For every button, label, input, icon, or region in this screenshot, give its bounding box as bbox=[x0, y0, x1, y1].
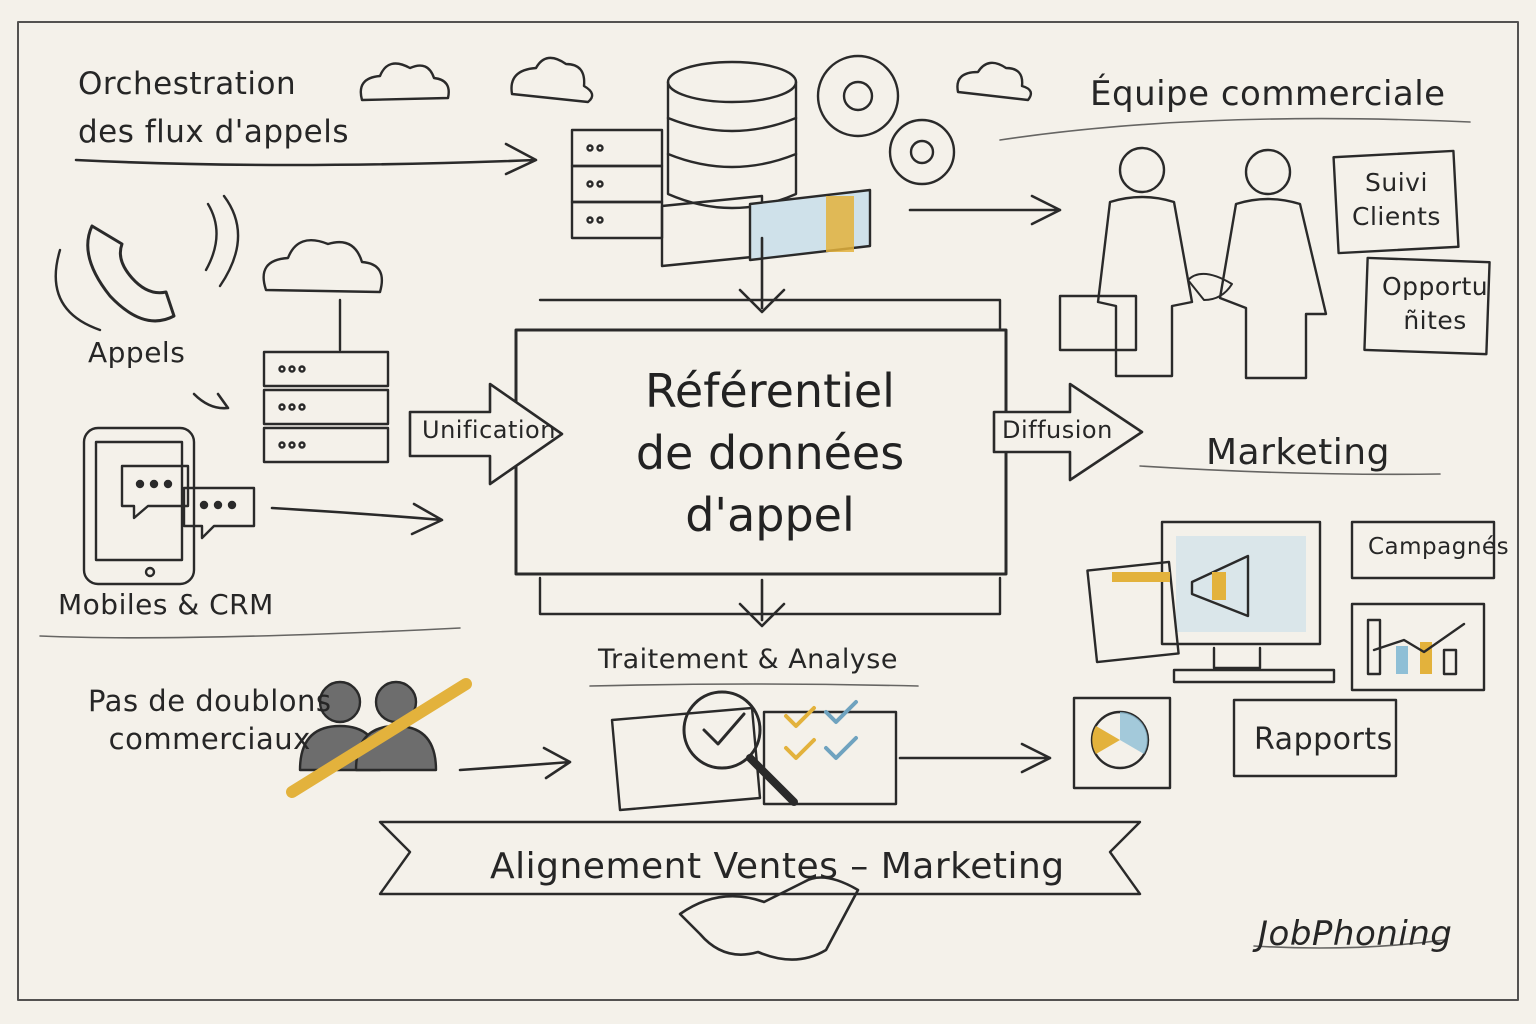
opportunites-line-2: ñites bbox=[1403, 306, 1467, 335]
handshake-icon bbox=[1187, 273, 1233, 301]
decorative-strokes bbox=[39, 117, 1471, 949]
suivi-line-1: Suivi bbox=[1365, 168, 1428, 197]
opportunites-line-1: Opportu bbox=[1382, 272, 1489, 301]
checkmark-icon bbox=[784, 700, 858, 760]
sales-team-label: Équipe commerciale bbox=[1090, 74, 1446, 114]
diffusion-arrow-label: Diffusion bbox=[1002, 416, 1113, 444]
server-icon bbox=[262, 350, 390, 464]
user-group-icon bbox=[286, 678, 472, 798]
megaphone-icon bbox=[1190, 554, 1250, 618]
phone-icon bbox=[54, 194, 240, 332]
opportunities-card: Opportu ñites bbox=[1382, 270, 1488, 338]
orchestration-line-1: Orchestration bbox=[78, 66, 297, 102]
doublons-line-2: commerciaux bbox=[108, 722, 311, 756]
center-title-line-3: d'appel bbox=[685, 488, 855, 542]
boxes-icon bbox=[660, 188, 872, 268]
mobiles-crm-label: Mobiles & CRM bbox=[58, 588, 274, 621]
server-icon bbox=[570, 128, 664, 240]
doublons-line-1: Pas de doublons bbox=[88, 684, 332, 718]
marketing-label: Marketing bbox=[1206, 432, 1390, 473]
alignment-banner-label: Alignement Ventes – Marketing bbox=[490, 846, 1065, 887]
campaigns-label: Campagnés bbox=[1368, 534, 1510, 560]
business-people-icon bbox=[1058, 146, 1328, 380]
suivi-line-2: Clients bbox=[1352, 202, 1441, 231]
chat-bubble-icon bbox=[120, 464, 256, 540]
smartphone-icon bbox=[82, 426, 196, 586]
handshake-icon bbox=[678, 876, 860, 961]
no-duplicates-label: Pas de doublons commerciaux bbox=[88, 682, 331, 758]
gear-icon bbox=[816, 54, 956, 186]
reports-label: Rapports bbox=[1254, 722, 1393, 757]
bar-chart-icon bbox=[1350, 602, 1486, 692]
orchestration-line-2: des flux d'appels bbox=[78, 114, 350, 150]
orchestration-label: Orchestration des flux d'appels bbox=[78, 60, 349, 156]
database-icon bbox=[666, 60, 798, 210]
banner bbox=[378, 820, 1142, 896]
brand-signature: JobPhoning bbox=[1258, 914, 1453, 954]
document-icon bbox=[1232, 149, 1496, 778]
unification-arrow-label: Unification bbox=[422, 416, 556, 444]
central-repository-title: Référentiel de données d'appel bbox=[560, 360, 980, 546]
cloud-icon bbox=[262, 239, 384, 352]
center-title-line-2: de données bbox=[635, 426, 905, 480]
cloud-icon bbox=[359, 56, 1033, 104]
center-title-line-1: Référentiel bbox=[645, 364, 895, 418]
pie-chart-icon bbox=[1072, 696, 1172, 790]
outer-frame bbox=[17, 21, 1519, 1001]
calls-label: Appels bbox=[88, 336, 186, 369]
monitor-icon bbox=[1160, 520, 1336, 684]
magnifier-icon bbox=[682, 690, 798, 806]
client-follow-up-card: Suivi Clients bbox=[1352, 166, 1441, 234]
document-icon bbox=[1086, 560, 1180, 664]
arrows bbox=[74, 142, 1144, 780]
processing-analysis-label: Traitement & Analyse bbox=[598, 644, 898, 675]
